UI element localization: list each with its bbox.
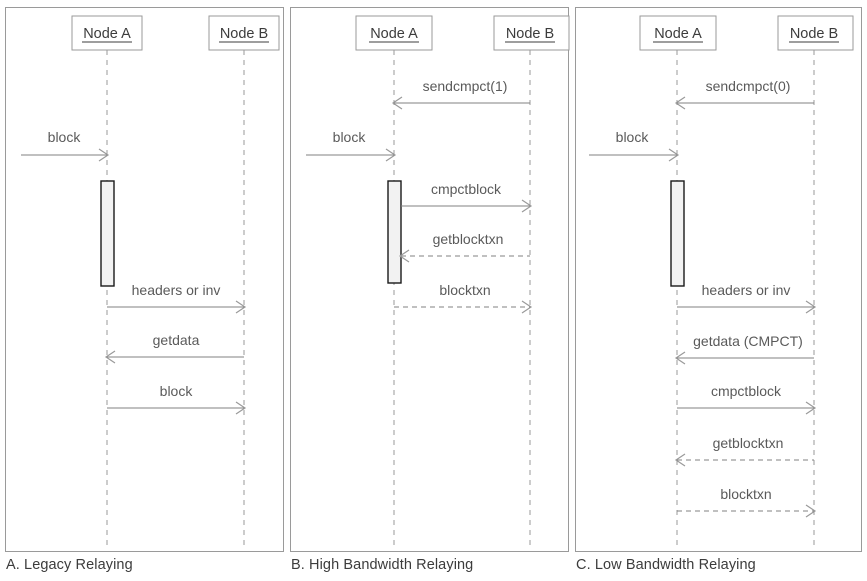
message-label-blocktxn: blocktxn xyxy=(720,486,771,502)
actor-label-node-b: Node B xyxy=(506,26,554,42)
arrowhead-right-icon xyxy=(805,401,817,415)
arrowhead-right-icon xyxy=(521,199,533,213)
actor-box-node-a[interactable] xyxy=(355,15,433,51)
sequence-diagram-a: Node A Node B block headers or inv getda… xyxy=(21,15,280,545)
arrowhead-right-icon xyxy=(235,300,247,314)
panel-legacy-relaying: Node A Node B block headers or inv getda… xyxy=(5,7,284,552)
message-label-headers-or-inv: headers or inv xyxy=(132,282,221,298)
activation-bar-node-a xyxy=(387,180,402,284)
arrowhead-left-icon xyxy=(398,249,410,263)
arrowhead-left-icon xyxy=(391,96,403,110)
actor-box-node-a[interactable] xyxy=(71,15,143,51)
actor-box-node-b[interactable] xyxy=(208,15,280,51)
arrowhead-right-icon xyxy=(805,504,817,518)
actor-box-node-b[interactable] xyxy=(777,15,854,51)
sequence-diagram-b: Node A Node B sendcmpct(1) block cmpctbl… xyxy=(306,15,570,545)
message-label-cmpctblock: cmpctblock xyxy=(711,383,782,399)
message-label-getblocktxn: getblocktxn xyxy=(713,435,784,451)
arrowhead-right-icon xyxy=(521,300,533,314)
arrowhead-right-icon xyxy=(98,148,110,162)
message-label-getdata: getdata xyxy=(153,332,200,348)
arrowhead-right-icon xyxy=(805,300,817,314)
message-label-sendcmpct: sendcmpct(1) xyxy=(423,78,508,94)
arrowhead-right-icon xyxy=(668,148,680,162)
arrowhead-left-icon xyxy=(674,351,686,365)
message-label-getdata-cmpct: getdata (CMPCT) xyxy=(693,333,803,349)
actor-label-node-b: Node B xyxy=(220,26,268,42)
arrowhead-left-icon xyxy=(674,453,686,467)
panel-caption-c: C. Low Bandwidth Relaying xyxy=(576,557,756,573)
message-label-sendcmpct: sendcmpct(0) xyxy=(706,78,791,94)
message-label-block-in: block xyxy=(48,129,82,145)
message-label-headers-or-inv: headers or inv xyxy=(702,282,791,298)
arrowhead-right-icon xyxy=(385,148,397,162)
actor-label-node-a: Node A xyxy=(654,26,702,42)
message-label-blocktxn: blocktxn xyxy=(439,282,490,298)
message-label-block-in: block xyxy=(333,129,367,145)
arrowhead-right-icon xyxy=(235,401,247,415)
panel-low-bandwidth-relaying: Node A Node B sendcmpct(0) block headers… xyxy=(575,7,862,552)
message-label-cmpctblock: cmpctblock xyxy=(431,181,502,197)
actor-label-node-b: Node B xyxy=(790,26,838,42)
activation-bar-node-a xyxy=(670,180,685,287)
actor-box-node-a[interactable] xyxy=(639,15,717,51)
message-label-block-in: block xyxy=(616,129,650,145)
panel-caption-a: A. Legacy Relaying xyxy=(6,557,133,573)
arrowhead-left-icon xyxy=(674,96,686,110)
actor-label-node-a: Node A xyxy=(83,26,131,42)
arrowhead-left-icon xyxy=(104,350,116,364)
panel-high-bandwidth-relaying: Node A Node B sendcmpct(1) block cmpctbl… xyxy=(290,7,570,552)
message-label-block-out: block xyxy=(160,383,194,399)
actor-label-node-a: Node A xyxy=(370,26,418,42)
sequence-diagram-c: Node A Node B sendcmpct(0) block headers… xyxy=(589,15,854,545)
panel-caption-b: B. High Bandwidth Relaying xyxy=(291,557,474,573)
message-label-getblocktxn: getblocktxn xyxy=(433,231,504,247)
actor-box-node-b[interactable] xyxy=(493,15,570,51)
activation-bar-node-a xyxy=(100,180,115,287)
